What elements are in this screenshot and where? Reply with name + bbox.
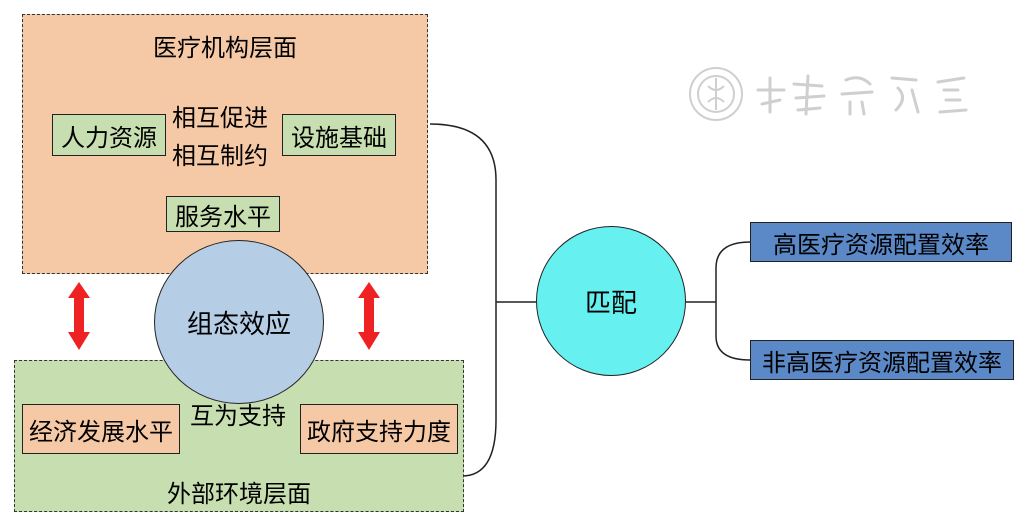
high-efficiency-outcome-box: 高医疗资源配置效率 [750,222,1012,262]
cma-watermark-logo [689,67,968,121]
human-resources-box: 人力资源 [52,114,166,156]
mutual-support-label: 互为支持 [190,402,286,430]
external-environment-title: 外部环境层面 [167,480,311,508]
government-support-box: 政府支持力度 [300,404,458,454]
economic-development-box: 经济发展水平 [22,404,180,454]
non-high-efficiency-outcome-box: 非高医疗资源配置效率 [750,340,1014,380]
institution-layer-title: 医疗机构层面 [153,34,297,62]
mutual-promotion-label: 相互促进 [172,104,268,132]
layers-bracket [429,123,497,477]
outcomes-bracket [715,241,751,361]
configuration-effect-circle: 组态效应 [154,240,324,404]
service-level-box: 服务水平 [166,196,280,232]
left-double-arrow-icon [68,282,90,350]
facility-basis-box: 设施基础 [282,114,396,156]
match-circle: 匹配 [536,226,686,376]
mutual-constraint-label: 相互制约 [172,142,268,170]
right-double-arrow-icon [358,282,380,350]
